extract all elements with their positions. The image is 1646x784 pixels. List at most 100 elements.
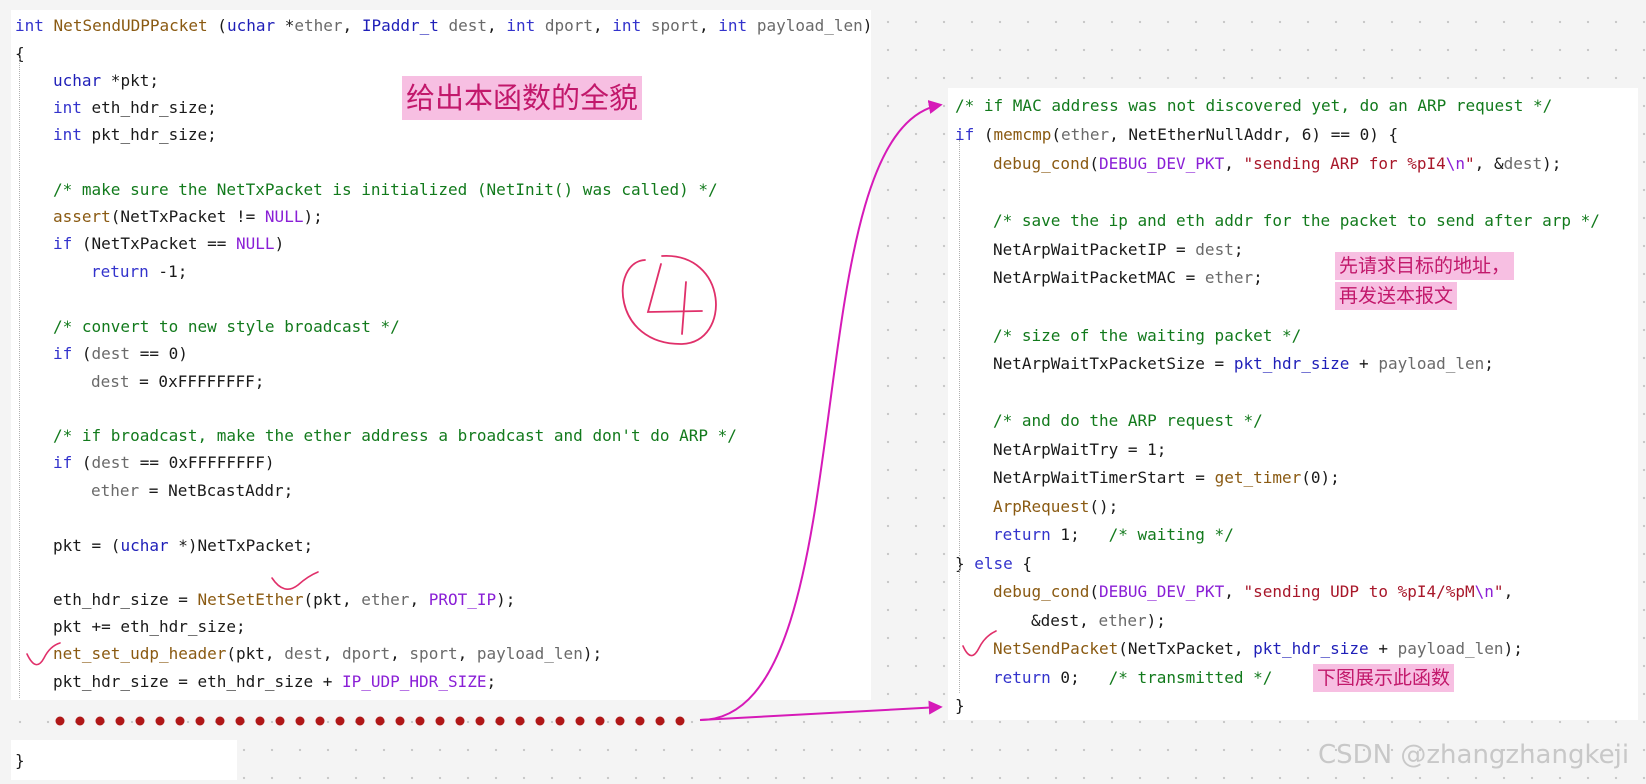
code-token: [747, 16, 757, 35]
code-token: , &: [1474, 154, 1504, 173]
code-token: "sending UDP to %pI4/%pM: [1243, 582, 1475, 601]
code-token: (NetTxPacket !=: [110, 207, 265, 226]
code-token: );: [582, 644, 603, 663]
code-token: ,: [487, 16, 507, 35]
code-token: );: [1503, 639, 1523, 658]
code-token: if: [53, 234, 73, 253]
ellipsis-dot: [155, 716, 165, 726]
ellipsis-dot: [575, 716, 585, 726]
code-token: pkt += eth_hdr_size;: [53, 617, 246, 636]
code-token: int: [718, 16, 748, 35]
right-code-line: debug_cond(DEBUG_DEV_PKT, "sending UDP t…: [993, 582, 1513, 602]
code-token: DEBUG_DEV_PKT: [1098, 582, 1225, 601]
code-token: );: [1542, 154, 1562, 173]
code-token: /* if broadcast, make the ether address …: [53, 426, 737, 445]
code-token: dest: [1503, 154, 1543, 173]
code-token: ": [1465, 154, 1475, 173]
code-token: dest: [91, 453, 131, 472]
code-token: int: [612, 16, 642, 35]
watermark: CSDN @zhangzhangkeji: [1318, 740, 1630, 770]
code-token: = NetBcastAddr;: [139, 481, 294, 500]
code-token: dest: [448, 16, 488, 35]
code-token: debug_cond: [993, 582, 1090, 601]
code-token: *)NetTxPacket;: [168, 536, 314, 555]
code-token: eth_hdr_size =: [53, 590, 198, 609]
code-token: uchar: [226, 16, 276, 35]
code-token: NULL: [264, 207, 304, 226]
code-token: dport: [341, 644, 391, 663]
code-token: else: [974, 554, 1013, 573]
code-token: ether: [1098, 611, 1147, 630]
code-token: *pkt;: [101, 71, 159, 90]
code-token: assert: [53, 207, 111, 226]
ellipsis-dot: [375, 716, 385, 726]
code-token: sport: [650, 16, 700, 35]
annotation-note-line1: 先请求目标的地址，: [1335, 252, 1515, 280]
code-token: ;: [1253, 268, 1263, 287]
code-token: eth_hdr_size;: [81, 98, 217, 117]
code-token: ): [862, 16, 873, 35]
code-token: ArpRequest: [993, 497, 1090, 516]
code-token: ): [274, 234, 285, 253]
code-token: {: [1012, 554, 1033, 573]
code-token: [439, 16, 449, 35]
left-code-line: /* if broadcast, make the ether address …: [53, 426, 737, 446]
ellipsis-dot: [455, 716, 465, 726]
code-token: == 0xFFFFFFFF): [130, 453, 275, 472]
code-token: *: [275, 16, 295, 35]
annotation-note-line2: 再发送本报文: [1335, 282, 1458, 310]
code-token: [44, 16, 54, 35]
code-token: /* and do the ARP request */: [993, 411, 1263, 430]
code-token: "sending ARP for %pI4: [1243, 154, 1446, 173]
code-token: ": [1493, 582, 1504, 601]
code-token: (: [72, 344, 92, 363]
left-code-line: if (NetTxPacket == NULL): [53, 234, 284, 254]
code-token: DEBUG_DEV_PKT: [1098, 154, 1225, 173]
code-token: ,: [1503, 582, 1514, 601]
code-token: ether: [361, 590, 410, 609]
code-token: payload_len: [756, 16, 863, 35]
left-code-line: pkt = (uchar *)NetTxPacket;: [53, 536, 313, 556]
code-token: if: [53, 344, 73, 363]
code-token: IP_UDP_HDR_SIZE: [341, 672, 487, 691]
code-token: debug_cond: [993, 154, 1090, 173]
left-code-line: pkt += eth_hdr_size;: [53, 617, 246, 637]
ellipsis-dot: [655, 716, 665, 726]
code-token: payload_len: [1397, 639, 1504, 658]
code-token: ,: [322, 644, 342, 663]
code-token: -1;: [148, 262, 188, 281]
code-token: (: [1051, 125, 1061, 144]
ellipsis-dot: [515, 716, 525, 726]
code-token: /* size of the waiting packet */: [993, 326, 1302, 345]
code-token: /* waiting */: [1108, 525, 1234, 544]
left-code-line: ether = NetBcastAddr;: [91, 481, 293, 501]
code-token: pkt = (: [53, 536, 121, 555]
code-token: /* convert to new style broadcast */: [53, 317, 400, 336]
code-token: dest: [91, 372, 130, 391]
right-code-line: /* and do the ARP request */: [993, 411, 1263, 431]
code-token: ;: [486, 672, 497, 691]
code-token: }: [955, 696, 965, 715]
code-token: ,: [457, 644, 477, 663]
ellipsis-dot: [335, 716, 345, 726]
code-token: if: [955, 125, 975, 144]
code-token: return: [993, 525, 1051, 544]
code-token: /* transmitted */: [1108, 668, 1273, 687]
left-code-line: dest = 0xFFFFFFFF;: [91, 372, 264, 392]
code-token: (: [1089, 154, 1099, 173]
code-token: (: [974, 125, 994, 144]
code-token: );: [496, 590, 516, 609]
ellipsis-dot: [195, 716, 205, 726]
ellipsis-dot: [535, 716, 545, 726]
right-code-line: return 1; /* waiting */: [993, 525, 1234, 545]
right-code-line: NetArpWaitPacketMAC = ether;: [993, 268, 1263, 288]
right-code-line: ArpRequest();: [993, 497, 1118, 517]
closing-brace-panel: [11, 740, 237, 780]
right-code-line: return 0; /* transmitted */: [993, 668, 1272, 688]
code-token: NULL: [236, 234, 275, 253]
code-token: (: [1089, 582, 1099, 601]
left-code-line: int pkt_hdr_size;: [53, 125, 217, 145]
code-token: ,: [593, 16, 613, 35]
code-token: NetArpWaitPacketIP =: [993, 240, 1196, 259]
right-code-line: debug_cond(DEBUG_DEV_PKT, "sending ARP f…: [993, 154, 1561, 174]
